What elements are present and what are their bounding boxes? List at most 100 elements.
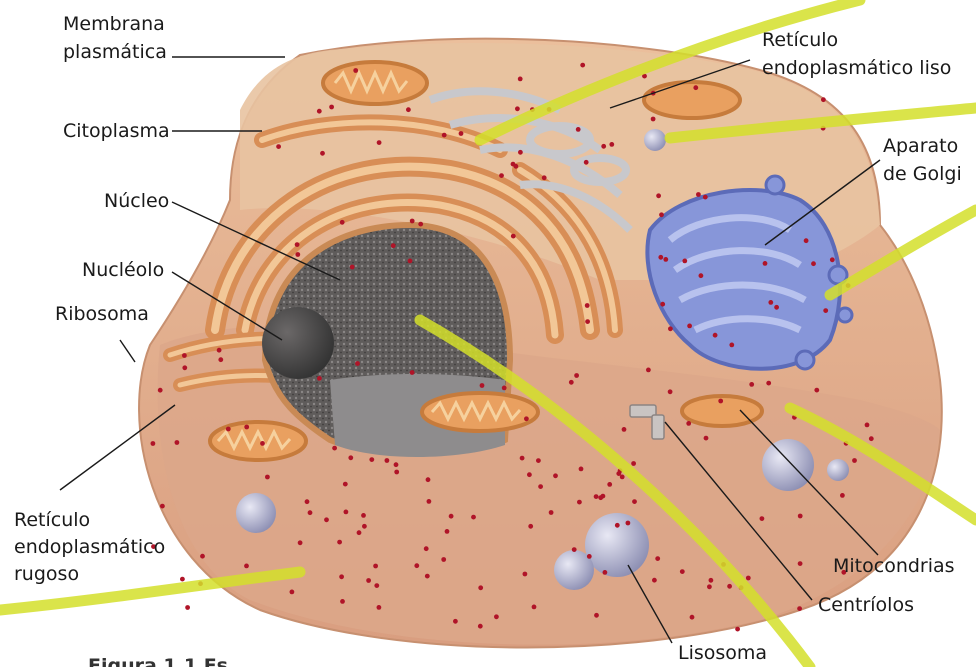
ribosome-dot: [478, 624, 483, 629]
label-rel-2: endoplasmático liso: [762, 57, 951, 79]
ribosome-dot: [651, 117, 656, 122]
ribosome-dot: [814, 388, 819, 393]
ribosome-dot: [668, 389, 673, 394]
nucleolus: [262, 307, 334, 379]
ribosome-dot: [536, 458, 541, 463]
ribosome-dot: [185, 605, 190, 610]
ribosome-dot: [528, 524, 533, 529]
ribosome-dot: [579, 467, 584, 472]
ribosome-dot: [151, 441, 156, 446]
ribosome-dot: [607, 482, 612, 487]
ribosome-dot: [295, 242, 300, 247]
ribosome-dot: [830, 257, 835, 262]
label-lisosoma: Lisosoma: [678, 642, 767, 664]
ribosome-dot: [749, 382, 754, 387]
ribosome-dot: [339, 574, 344, 579]
ribosome-dot: [265, 475, 270, 480]
ribosome-dot: [200, 554, 205, 559]
ribosome-dot: [576, 127, 581, 132]
ribosome-dot: [348, 455, 353, 460]
ribosome-dot: [337, 540, 342, 545]
ribosome-dot: [574, 373, 579, 378]
ribosome-dot: [353, 68, 358, 73]
ribosome-dot: [406, 107, 411, 112]
ribosome-dot: [631, 461, 636, 466]
ribosome-dot: [709, 578, 714, 583]
ribosome-dot: [538, 484, 543, 489]
ribosome-dot: [735, 627, 740, 632]
label-membrana-2: plasmática: [63, 41, 167, 63]
ribosome-dot: [418, 222, 423, 227]
ribosome-dot: [727, 584, 732, 589]
ribosome-dot: [350, 265, 355, 270]
ribosome-dot: [175, 440, 180, 445]
ribosome-dot: [160, 504, 165, 509]
ribosome-dot: [391, 243, 396, 248]
ribosome-dot: [601, 144, 606, 149]
ribosome-dot: [182, 365, 187, 370]
ribosome-dot: [626, 521, 631, 526]
ribosome-dot: [459, 131, 464, 136]
ribosome-dot: [182, 353, 187, 358]
ribosome-dot: [340, 220, 345, 225]
ribosome-dot: [852, 458, 857, 463]
ribosome-dot: [601, 494, 606, 499]
ribosome-dot: [410, 219, 415, 224]
ribosome-dot: [317, 376, 322, 381]
ribosome-dot: [707, 584, 712, 589]
ribosome-dot: [442, 133, 447, 138]
ribosome-dot: [699, 273, 704, 278]
label-nucleolo: Nucléolo: [82, 259, 164, 281]
ribosome-dot: [821, 97, 826, 102]
ribosome-dot: [357, 530, 362, 535]
ribosome-dot: [218, 357, 223, 362]
ribosome-dot: [244, 425, 249, 430]
ribosome-dot: [298, 540, 303, 545]
ribosome-dot: [865, 423, 870, 428]
ribosome-dot: [362, 524, 367, 529]
ribosome-dot: [408, 259, 413, 264]
ribosome-dot: [811, 261, 816, 266]
ribosome-dot: [355, 361, 360, 366]
ribosome-dot: [585, 303, 590, 308]
ribosome-dot: [276, 144, 281, 149]
ribosome-dot: [869, 436, 874, 441]
ribosome-dot: [660, 302, 665, 307]
ribosome-dot: [445, 529, 450, 534]
ribosome-dot: [584, 160, 589, 165]
ribosome-dot: [373, 564, 378, 569]
ribosome-dot: [580, 63, 585, 68]
ribosome-dot: [798, 561, 803, 566]
ribosome-dot: [340, 599, 345, 604]
ribosome-dot: [343, 482, 348, 487]
ribosome-dot: [527, 472, 532, 477]
ribosome-dot: [494, 614, 499, 619]
label-nucleo: Núcleo: [104, 190, 169, 212]
ribosome-dot: [369, 457, 374, 462]
ribosome-dot: [703, 195, 708, 200]
ribosome-dot: [217, 348, 222, 353]
ribosome-dot: [520, 456, 525, 461]
ribosome-dot: [344, 510, 349, 515]
ribosome-dot: [603, 570, 608, 575]
ribosome-dot: [518, 150, 523, 155]
label-membrana-1: Membrana: [63, 13, 165, 35]
ribosome-dot: [549, 510, 554, 515]
ribosome-dot: [374, 583, 379, 588]
ribosome-dot: [690, 615, 695, 620]
ribosome-dot: [425, 574, 430, 579]
ribosome-dot: [632, 499, 637, 504]
ribosome-dot: [471, 515, 476, 520]
ribosome-dot: [682, 259, 687, 264]
ribosome-dot: [609, 142, 614, 147]
ribosome-dot: [663, 257, 668, 262]
ribosome-dot: [332, 446, 337, 451]
ribosome-dot: [713, 333, 718, 338]
ribosome-dot: [553, 473, 558, 478]
ribosome-dot: [441, 557, 446, 562]
ribosome-dot: [480, 383, 485, 388]
ribosome-dot: [394, 470, 399, 475]
ribosome-dot: [329, 105, 334, 110]
label-ribosoma: Ribosoma: [55, 303, 149, 325]
